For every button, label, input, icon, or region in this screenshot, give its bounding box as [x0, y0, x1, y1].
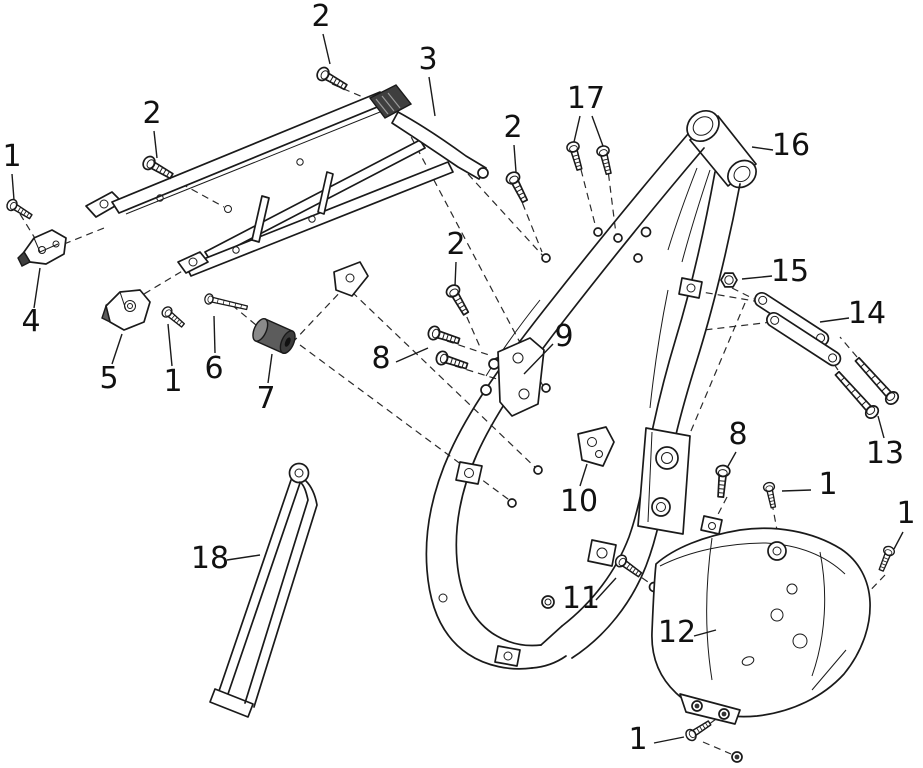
callout-1-right-mid: 1	[818, 467, 837, 502]
callout-16: 16	[772, 128, 810, 163]
bracket-5-part	[101, 289, 151, 331]
stand-18-part	[209, 462, 318, 718]
callout-1-mid-left: 1	[163, 364, 182, 399]
callout-11: 11	[562, 581, 600, 616]
bolt-2-top	[313, 64, 350, 94]
callout-2-upper-right: 2	[503, 110, 522, 145]
callout-17: 17	[567, 81, 605, 116]
bracket-4-part	[17, 229, 67, 267]
skid-plate-part	[651, 527, 871, 763]
bolt-1-right-mid	[762, 480, 780, 510]
callout-2-middle: 2	[446, 227, 465, 262]
callout-4: 4	[21, 304, 40, 339]
bolt-8-right	[713, 464, 732, 499]
callout-14: 14	[848, 296, 886, 331]
callout-1-far-right: 1	[896, 496, 915, 531]
spacer-7-part	[252, 317, 296, 355]
bolt-17-b	[595, 143, 616, 176]
callout-15: 15	[771, 254, 809, 289]
subframe-right-rail-part	[391, 111, 489, 180]
bracket-9-part	[491, 337, 545, 417]
bolt-2-upper-right	[503, 169, 532, 206]
callout-6: 6	[204, 351, 223, 386]
callout-2-left: 2	[142, 96, 161, 131]
callout-8-right: 8	[728, 417, 747, 452]
callout-12: 12	[658, 615, 696, 650]
callout-18: 18	[191, 541, 229, 576]
callout-10: 10	[560, 484, 598, 519]
callout-1-left: 1	[2, 139, 21, 174]
link-plates-14-part	[754, 291, 842, 367]
bolt-8-left-b	[433, 348, 470, 374]
callout-9: 9	[554, 319, 573, 354]
nut-15-part	[720, 272, 738, 288]
callout-7: 7	[256, 381, 275, 416]
callout-1-bottom: 1	[628, 722, 647, 757]
bracket-10-part	[577, 426, 615, 467]
callout-labels: 2 3 17 2 16 2 1 15 14 4 2 9 8 5 1 6 7 13…	[2, 0, 915, 757]
callout-2-top: 2	[311, 0, 330, 34]
bolt-8-left-a	[425, 323, 462, 349]
bolt-1-far-right	[875, 544, 897, 574]
bolt-2-middle	[443, 281, 473, 318]
bolt-2-left	[139, 153, 176, 183]
bolt-1-mid-left	[159, 304, 188, 331]
callout-5: 5	[99, 361, 118, 396]
bolt-1-left	[4, 196, 35, 223]
callout-8-left: 8	[371, 341, 390, 376]
bolt-17-a	[564, 139, 587, 172]
callout-leader-lines	[11, 33, 904, 744]
bolt-1-bottom	[683, 717, 714, 744]
callout-3: 3	[418, 42, 437, 77]
bolt-6	[203, 292, 249, 314]
callout-13: 13	[866, 436, 904, 471]
main-frame-part	[425, 109, 757, 670]
bolt-11	[612, 552, 645, 581]
subframe-part	[85, 84, 454, 297]
